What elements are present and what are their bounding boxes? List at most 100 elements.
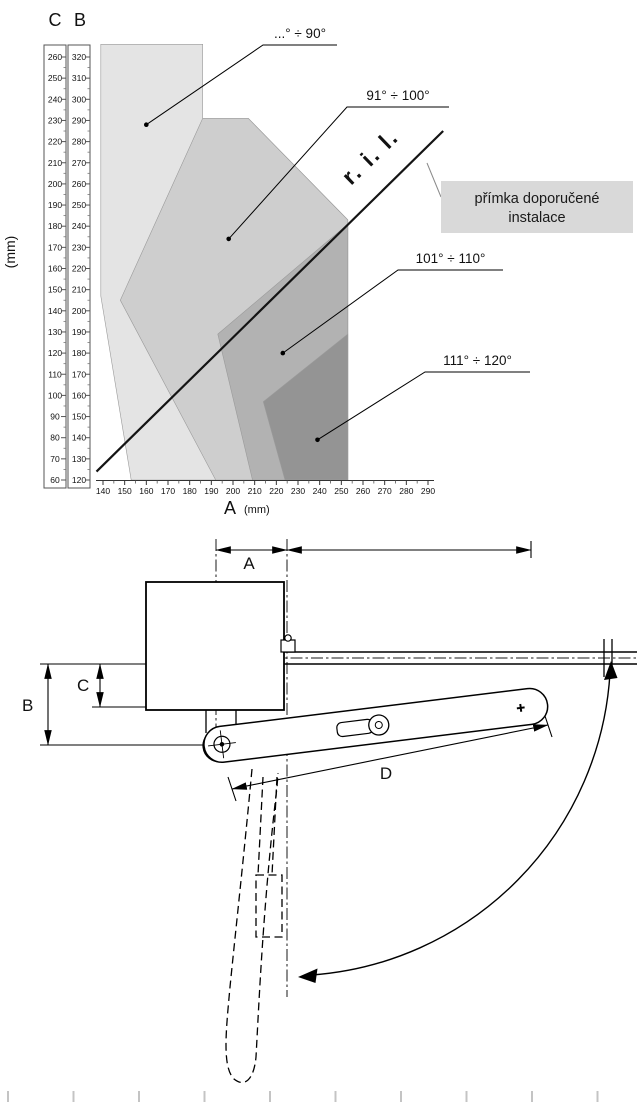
x-axis-tick-label: 180 (183, 486, 197, 496)
x-axis-tick-label: 140 (96, 486, 110, 496)
mounting-post (145, 581, 285, 711)
scale-b-tick-label: 230 (72, 242, 86, 252)
scale-c-tick-label: 130 (48, 327, 62, 337)
zone-callout-line (317, 371, 530, 441)
scale-b-tick-label: 250 (72, 200, 86, 210)
scale-c-tick-label: 170 (48, 242, 62, 252)
x-axis-tick-label: 250 (334, 486, 348, 496)
page-edge-ticks (7, 1091, 599, 1102)
scale-b-tick-label: 290 (72, 115, 86, 125)
scale-c-tick-label: 190 (48, 200, 62, 210)
scale-c-tick-label: 150 (48, 285, 62, 295)
scale-b-tick-label: 210 (72, 285, 86, 295)
x-axis-tick-label: 150 (118, 486, 132, 496)
note-connector-line (426, 162, 442, 198)
scale-c-tick-label: 260 (48, 52, 62, 62)
scale-b-tick-label: 260 (72, 179, 86, 189)
scale-c-tick-label: 120 (48, 348, 62, 358)
installation-diagram: + A B C D (7, 539, 637, 1102)
dim-d-line (231, 724, 549, 790)
x-axis-tick-label: 210 (248, 486, 262, 496)
scale-b-tick-label: 240 (72, 221, 86, 231)
scale-b-tick-label: 140 (72, 433, 86, 443)
scale-b-tick-label: 160 (72, 390, 86, 400)
scale-c-tick-label: 100 (48, 390, 62, 400)
scale-b-tick-label: 280 (72, 137, 86, 147)
gate-beam (284, 639, 637, 677)
swing-arc (298, 661, 618, 983)
scale-c-tick-label: 140 (48, 306, 62, 316)
scale-b-tick-label: 170 (72, 369, 86, 379)
zone-label: 111° ÷ 120° (443, 353, 512, 368)
note-box: přímka doporučené instalace (441, 181, 633, 233)
scale-c-tick-label: 110 (48, 369, 62, 379)
x-axis-tick-label: 170 (161, 486, 175, 496)
scale-c-tick-label: 70 (50, 454, 60, 464)
zone-callout-dot (144, 122, 149, 127)
zone-callout-line (228, 106, 449, 240)
zone-callout-line (146, 44, 337, 126)
scale-b-tick-label: 310 (72, 73, 86, 83)
x-axis-unit: (mm) (244, 504, 270, 516)
scale-c-tick-label: 180 (48, 221, 62, 231)
x-axis-tick-label: 190 (204, 486, 218, 496)
x-axis-tick-label: 230 (291, 486, 305, 496)
scale-c-ruler (43, 44, 67, 489)
scale-c-tick-label: 160 (48, 264, 62, 274)
dim-d-label: D (380, 764, 392, 783)
scale-b-tick-label: 190 (72, 327, 86, 337)
operator-arm: + (202, 687, 549, 763)
scale-b-tick-label: 150 (72, 412, 86, 422)
zone-callout-dot (280, 350, 286, 356)
x-axis-tick-label: 280 (399, 486, 413, 496)
zone-label: 91° ÷ 100° (366, 88, 429, 103)
dimension-lines (40, 541, 553, 802)
scale-b-tick-label: 270 (72, 158, 86, 168)
dim-a-label: A (243, 554, 255, 573)
recommended-line-layer (95, 130, 444, 473)
gate-open-dashed (225, 768, 283, 1084)
x-axis-layer: 140 150 160 170 180 190 200 210 220 230 240 250 260 2… (96, 480, 435, 496)
scale-b-tick-label: 130 (72, 454, 86, 464)
x-axis-tick-label: 160 (139, 486, 153, 496)
scale-c-letter: C (49, 10, 62, 30)
front-attachment-mark: + (516, 699, 526, 716)
scale-b-ruler (67, 44, 91, 489)
scale-b-letter: B (74, 10, 86, 30)
x-axis-tick-label: 200 (226, 486, 240, 496)
zone-callout-line (282, 269, 503, 354)
arc-arrow-left (298, 968, 318, 983)
scale-c-tick-label: 210 (48, 158, 62, 168)
x-axis-tick-label: 220 (269, 486, 283, 496)
note-box-background (441, 181, 633, 233)
scale-c-tick-label: 240 (48, 94, 62, 104)
scale-b-tick-label: 220 (72, 264, 86, 274)
x-axis-tick-label: 240 (313, 486, 327, 496)
dim-b-label: B (22, 696, 33, 715)
scale-c-tick-label: 230 (48, 115, 62, 125)
scale-c-tick-label: 80 (50, 433, 60, 443)
scale-b-tick-label: 320 (72, 52, 86, 62)
zone-label: 101° ÷ 110° (416, 251, 486, 266)
note-line-1: přímka doporučené (475, 191, 600, 207)
installation-chart: 2602502402302202102001901801701601501401… (2, 10, 633, 518)
x-axis-tick-label: 270 (378, 486, 392, 496)
zone-label: ...° ÷ 90° (274, 26, 326, 41)
recommended-installation-line (95, 130, 444, 473)
scale-b-tick-label: 200 (72, 306, 86, 316)
zone-callout-dot (226, 236, 231, 242)
x-axis-tick-label: 290 (421, 486, 435, 496)
callout-layer: ...° ÷ 90° 91° ÷ 100° 101° ÷ 110° 111° ÷ 12… (144, 26, 530, 443)
scale-c-tick-label: 60 (50, 475, 60, 485)
hinge-pin (284, 634, 292, 642)
x-axis-tick-label: 260 (356, 486, 370, 496)
y-axis-unit-label: (mm) (2, 236, 18, 269)
dim-c-label: C (77, 676, 89, 695)
scale-c-tick-label: 200 (48, 179, 62, 189)
scale-rulers-layer: 260 250 240 230 220 210 200 190 180 170 160 150 140 1… (43, 44, 91, 489)
scale-b-tick-label: 300 (72, 94, 86, 104)
scale-b-tick-label: 120 (72, 475, 86, 485)
arc-arrow-up (604, 661, 618, 680)
x-axis-letter: A (224, 498, 236, 518)
